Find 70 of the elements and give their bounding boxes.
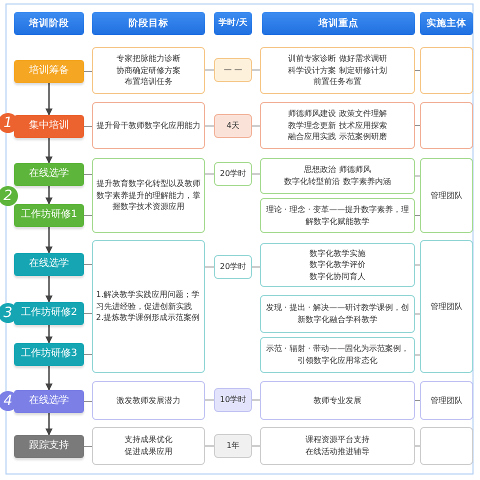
hours-badge: 4天 — [214, 114, 252, 138]
connector-line — [252, 266, 260, 268]
column-header: 阶段目标 — [92, 12, 205, 35]
table-cell: 激发教师发展潜力 — [92, 381, 205, 420]
connector-line — [414, 264, 420, 266]
step-number-circle: 1 — [0, 113, 18, 133]
table-cell: 数字化教学实施 数字化教学评价 数字化协同育人 — [260, 243, 415, 287]
connector-line — [84, 71, 92, 72]
column-header: 学时/天 — [214, 12, 252, 35]
table-cell: 支持成果优化 促进成果应用 — [92, 427, 205, 465]
table-cell: 提升骨干教师数字化应用能力 — [92, 102, 205, 149]
arrow — [45, 366, 53, 391]
table-cell: 思想政治 师德师风 数字化转型前沿 数字素养内涵 — [260, 158, 415, 194]
arrow — [45, 413, 53, 436]
connector-line — [84, 401, 92, 402]
table-cell: 专家把脉能力诊断 协商确定研修方案 布置培训任务 — [92, 47, 205, 94]
step-number-circle: 2 — [0, 186, 18, 206]
connector-line — [414, 354, 420, 356]
column-header: 实施主体 — [420, 12, 473, 35]
connector-line — [414, 215, 420, 216]
stage-box: 工作坊研修1 — [14, 204, 84, 227]
arrow — [45, 138, 53, 164]
table-cell: 训前专家诊断 做好需求调研 科学设计方案 制定研修计划 前置任务布置 — [260, 47, 415, 94]
hours-badge: 10学时 — [214, 388, 252, 412]
connector-line — [84, 174, 92, 175]
table-cell: 示范 · 辐射 · 带动——固化为示范案例，引领数字化应用常态化 — [260, 337, 415, 373]
connector-line — [414, 125, 420, 126]
column-header: 培训阶段 — [14, 12, 84, 35]
step-number-circle: 4 — [0, 391, 18, 411]
stage-box: 在线选学 — [14, 253, 84, 276]
hours-badge: — — — [214, 58, 252, 82]
arrow — [45, 325, 53, 344]
table-cell: 管理团队 — [420, 158, 473, 233]
hours-badge: 20学时 — [214, 162, 252, 186]
connector-line — [84, 126, 92, 127]
hours-badge: 1年 — [214, 434, 252, 458]
connector-line — [414, 70, 420, 71]
arrow — [45, 186, 53, 205]
table-cell: 提升教育数字化转型以及教师数字素养提升的理解能力，掌握数字技术资源应用 — [92, 158, 205, 233]
hours-badge: 20学时 — [214, 255, 252, 279]
stage-box: 在线选学 — [14, 163, 84, 186]
table-cell: 管理团队 — [420, 381, 473, 420]
connector-line — [414, 400, 420, 401]
connector-line — [204, 266, 214, 268]
table-cell: 课程资源平台支持 在线活动推进辅导 — [260, 427, 415, 465]
connector-line — [84, 264, 92, 265]
connector-line — [84, 215, 92, 216]
stage-box: 在线选学 — [14, 390, 84, 413]
empty-cell-box — [420, 102, 473, 149]
table-cell: 理论 · 理念 · 变革——提升数字素养，理解数字化赋能教学 — [260, 198, 415, 233]
stage-box: 培训筹备 — [14, 60, 84, 83]
arrow — [45, 276, 53, 303]
table-cell: 教师专业发展 — [260, 381, 415, 420]
arrow — [45, 227, 53, 254]
stage-box: 跟踪支持 — [14, 435, 84, 458]
table-cell: 1.解决教学实践应用问题；学习先进经验，促进创新实践 2.提炼教学课例形成示范案例 — [92, 240, 205, 373]
stage-box: 工作坊研修3 — [14, 343, 84, 366]
empty-cell-box — [420, 47, 473, 94]
connector-line — [84, 354, 92, 355]
step-number-circle: 3 — [0, 303, 18, 323]
empty-cell-box — [420, 427, 473, 465]
connector-line — [84, 446, 92, 447]
table-cell: 发现 · 提出 · 解决——研讨教学课例，创新数字化融合学科教学 — [260, 295, 415, 333]
arrow — [45, 83, 53, 116]
table-cell: 管理团队 — [420, 240, 473, 373]
stage-box: 集中培训 — [14, 115, 84, 138]
stage-box: 工作坊研修2 — [14, 302, 84, 325]
connector-line — [84, 313, 92, 314]
column-header: 培训重点 — [262, 12, 415, 35]
table-cell: 师德师风建设 政策文件理解 教学理念更新 技术应用探索 融合应用实践 示范案例研磨 — [260, 102, 415, 149]
